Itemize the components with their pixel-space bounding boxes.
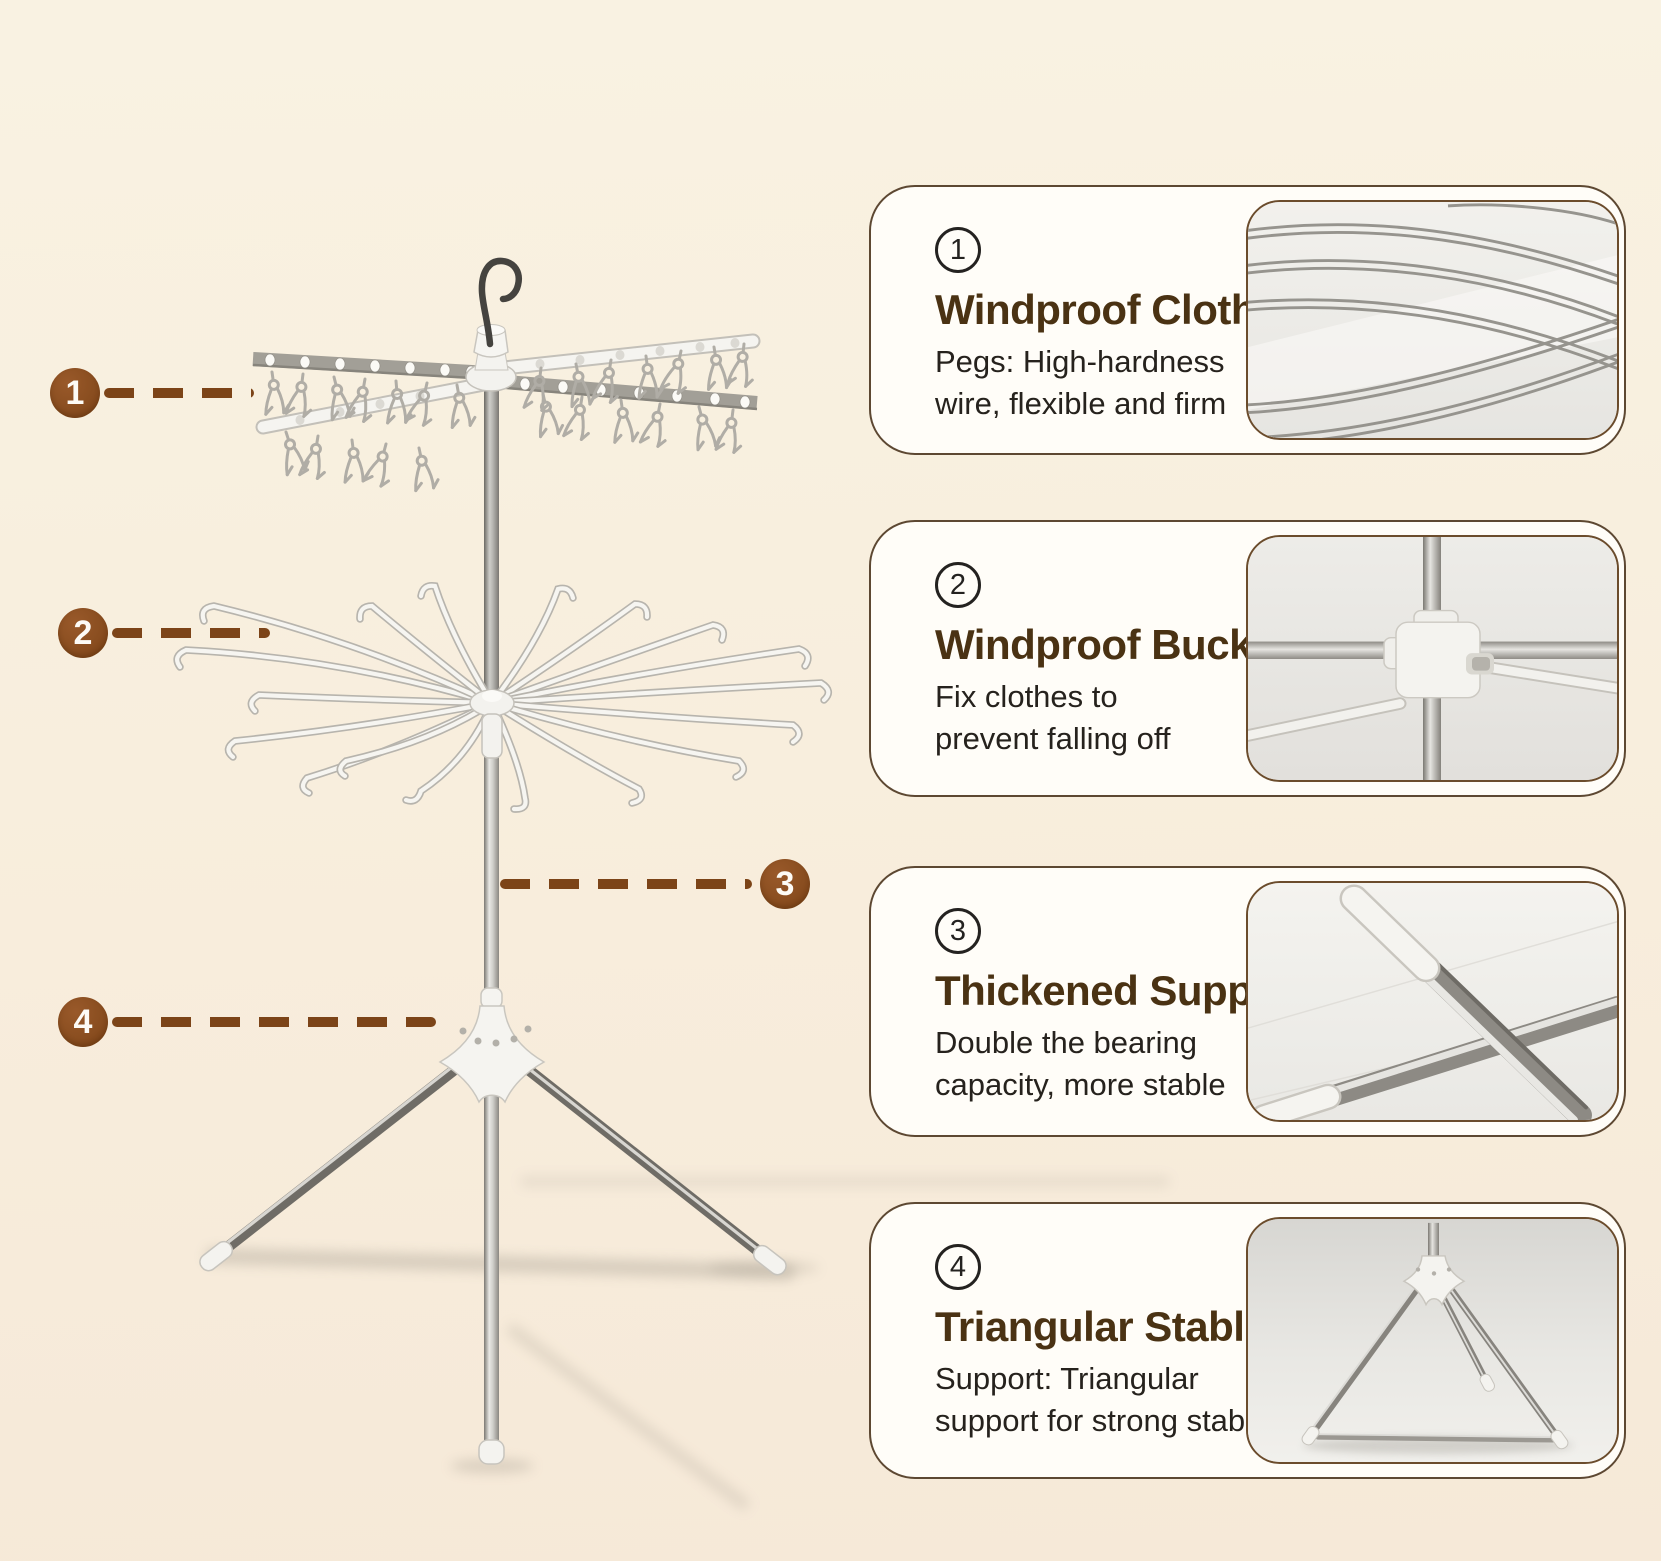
card-3-description: Double the bearing capacity, more stable bbox=[935, 1022, 1285, 1106]
card-4-desc-line-1: Support: Triangular bbox=[935, 1361, 1199, 1396]
clothes-pegs-wire-photo bbox=[1246, 200, 1619, 440]
card-4-description: Support: Triangular support for strong s… bbox=[935, 1358, 1290, 1442]
card-2-title: Windproof Buckle: bbox=[935, 621, 1300, 668]
card-3-desc-line-1: Double the bearing bbox=[935, 1025, 1197, 1060]
second-tier-arms bbox=[173, 581, 833, 813]
card-1-text: 1 Windproof Clothes Pegs: High-hardness … bbox=[935, 227, 1302, 425]
card-1-desc-line-2: wire, flexible and firm bbox=[935, 386, 1227, 422]
callout-1-number: 1 bbox=[50, 368, 100, 418]
center-pole bbox=[478, 352, 505, 1465]
floor-shadows bbox=[205, 1176, 1170, 1510]
card-4-number-badge: 4 bbox=[935, 1244, 981, 1290]
card-3-text: 3 Thickened Support: Double the bearing … bbox=[935, 908, 1321, 1106]
card-2-desc-line-2: prevent falling off bbox=[935, 721, 1171, 757]
feature-card-thickened-support: 3 Thickened Support: Double the bearing … bbox=[869, 866, 1626, 1137]
feature-card-windproof-buckle: 2 Windproof Buckle: Fix clothes to preve… bbox=[869, 520, 1626, 797]
tripod-legs bbox=[199, 1050, 787, 1276]
callout-1-dash-line bbox=[104, 388, 254, 398]
card-4-desc-line-2: support for strong stability bbox=[935, 1403, 1290, 1439]
card-3-number-badge: 3 bbox=[935, 908, 981, 954]
callout-2-dash-line bbox=[112, 628, 270, 638]
card-4-text: 4 Triangular Stable Support: Triangular … bbox=[935, 1244, 1290, 1442]
card-1-desc-line-1: Pegs: High-hardness bbox=[935, 344, 1225, 379]
card-1-number-badge: 1 bbox=[935, 227, 981, 273]
card-1-description: Pegs: High-hardness wire, flexible and f… bbox=[935, 341, 1285, 425]
triangular-base-photo bbox=[1246, 1217, 1619, 1464]
card-3-title: Thickened Support: bbox=[935, 967, 1321, 1014]
card-4-title: Triangular Stable bbox=[935, 1303, 1268, 1350]
callout-3-number: 3 bbox=[760, 859, 810, 909]
top-tier bbox=[252, 333, 761, 435]
card-3-desc-line-2: capacity, more stable bbox=[935, 1067, 1226, 1103]
card-2-desc-line-1: Fix clothes to bbox=[935, 679, 1118, 714]
callout-4-number: 4 bbox=[58, 997, 108, 1047]
card-2-number-badge: 2 bbox=[935, 562, 981, 608]
callout-2-number: 2 bbox=[58, 608, 108, 658]
card-1-title: Windproof Clothes bbox=[935, 286, 1302, 333]
thickened-support-photo bbox=[1246, 881, 1619, 1122]
card-2-description: Fix clothes to prevent falling off bbox=[935, 676, 1285, 760]
top-hook bbox=[473, 257, 522, 358]
tripod-hub bbox=[438, 987, 546, 1104]
feature-card-triangular-base: 4 Triangular Stable Support: Triangular … bbox=[869, 1202, 1626, 1479]
card-2-text: 2 Windproof Buckle: Fix clothes to preve… bbox=[935, 562, 1300, 760]
feature-card-windproof-pegs: 1 Windproof Clothes Pegs: High-hardness … bbox=[869, 185, 1626, 455]
callout-3-dash-line bbox=[500, 879, 752, 889]
windproof-buckle-photo bbox=[1246, 535, 1619, 782]
callout-4-dash-line bbox=[112, 1017, 436, 1027]
